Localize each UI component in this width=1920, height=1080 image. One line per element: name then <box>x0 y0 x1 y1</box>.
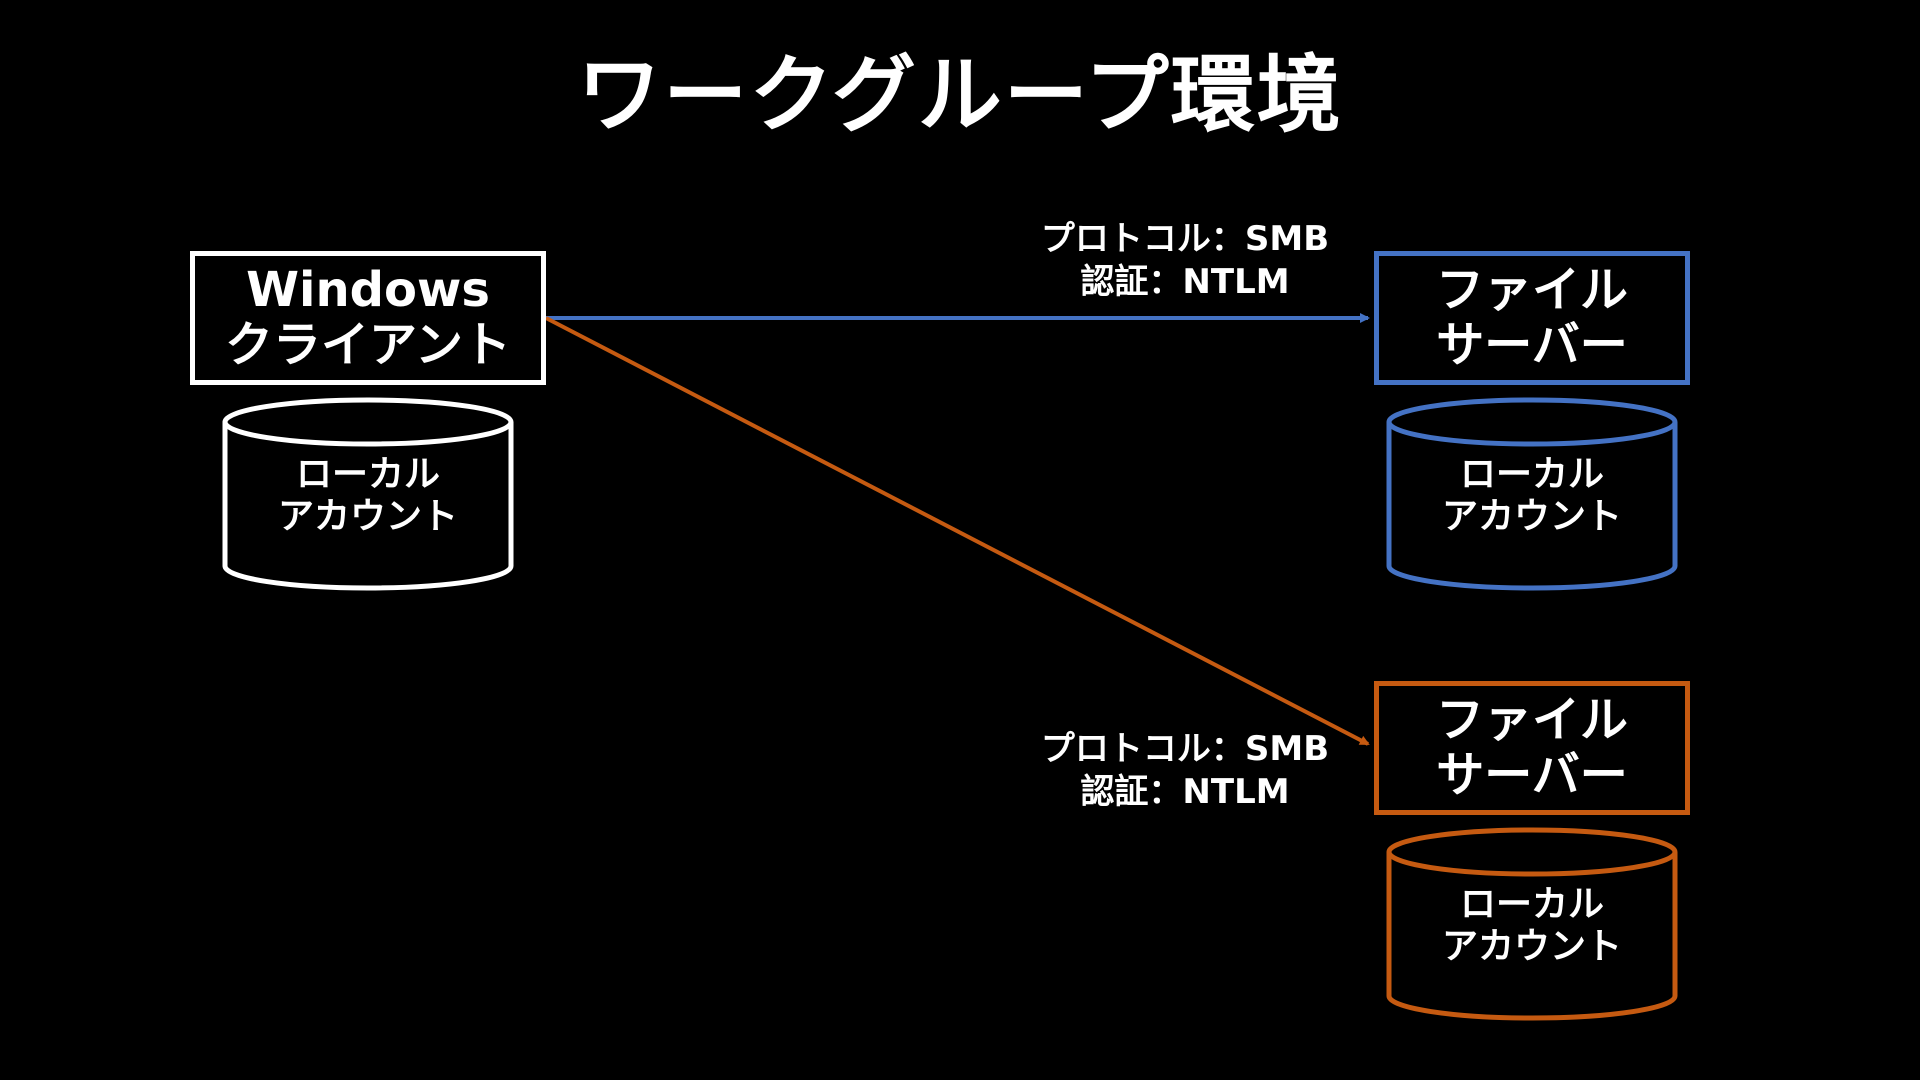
edge-protocol-label: プロトコル：SMB <box>1040 729 1330 769</box>
windows-client-node: Windows クライアント <box>190 251 546 385</box>
server-label-line1: ファイル <box>1435 262 1628 319</box>
db-label-line1: ローカル <box>1459 454 1604 495</box>
client-label-line1: Windows <box>246 262 490 319</box>
edge-protocol-label: プロトコル：SMB <box>1040 219 1330 259</box>
server-label-line2: サーバー <box>1436 317 1628 373</box>
client-local-account-db: ローカル アカウント <box>222 396 514 592</box>
file-server-node-orange: ファイル サーバー <box>1374 681 1690 815</box>
db-label-line2: アカウント <box>1441 926 1622 968</box>
server-label-line2: サーバー <box>1436 747 1628 803</box>
server-label-line1: ファイル <box>1435 692 1628 749</box>
edge-auth-label: 認証：NTLM <box>1080 261 1290 302</box>
database-cylinder-icon <box>222 397 514 591</box>
db-label-line1: ローカル <box>295 454 440 495</box>
edge-label-orange: プロトコル：SMB 認証：NTLM <box>1025 728 1345 814</box>
connector-orange <box>545 316 1370 746</box>
database-cylinder-icon <box>1386 827 1678 1021</box>
db-label-line2: アカウント <box>1441 496 1622 538</box>
server-blue-local-account-db: ローカル アカウント <box>1386 396 1678 592</box>
edge-auth-label: 認証：NTLM <box>1080 771 1290 812</box>
server-orange-local-account-db: ローカル アカウント <box>1386 826 1678 1022</box>
database-cylinder-icon <box>1386 397 1678 591</box>
db-label-line1: ローカル <box>1459 884 1604 925</box>
page-title: ワークグループ環境 <box>577 46 1343 144</box>
edge-label-blue: プロトコル：SMB 認証：NTLM <box>1025 218 1345 304</box>
client-label-line2: クライアント <box>224 317 512 373</box>
file-server-node-blue: ファイル サーバー <box>1374 251 1690 385</box>
db-label-line2: アカウント <box>277 496 458 538</box>
